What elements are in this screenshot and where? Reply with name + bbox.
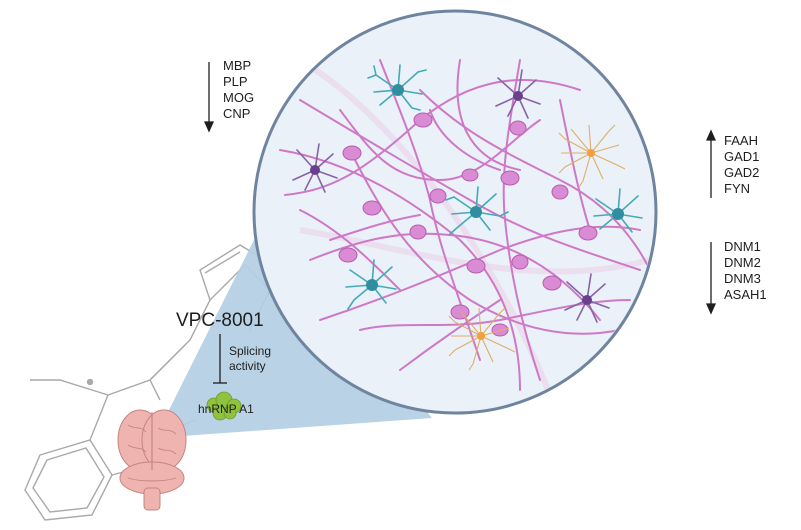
gene-label: ASAH1 xyxy=(724,287,767,303)
gene-label: DNM2 xyxy=(724,255,767,271)
inhibition-label-line: Splicing xyxy=(229,344,271,359)
gene-label: GAD2 xyxy=(724,165,759,181)
gene-label: MBP xyxy=(223,58,254,74)
inhibition-label: Splicing activity xyxy=(229,344,271,374)
gene-label: FYN xyxy=(724,181,759,197)
gene-label: PLP xyxy=(223,74,254,90)
gene-label: GAD1 xyxy=(724,149,759,165)
gene-label: DNM1 xyxy=(724,239,767,255)
protein-label: hnRNP A1 xyxy=(198,402,254,416)
arrow-up-right xyxy=(707,131,715,198)
down-genes-top: MBP PLP MOG CNP xyxy=(223,58,254,122)
brain-illustration xyxy=(118,410,186,510)
arrow-down-top xyxy=(205,62,213,131)
gene-label: FAAH xyxy=(724,133,759,149)
down-genes-right: DNM1 DNM2 DNM3 ASAH1 xyxy=(724,239,767,303)
up-genes-right: FAAH GAD1 GAD2 FYN xyxy=(724,133,759,197)
gene-label: DNM3 xyxy=(724,271,767,287)
gene-label: CNP xyxy=(223,106,254,122)
gene-label: MOG xyxy=(223,90,254,106)
arrow-down-right xyxy=(707,242,715,313)
inhibition-label-line: activity xyxy=(229,359,271,374)
drug-label: VPC-8001 xyxy=(176,310,264,332)
